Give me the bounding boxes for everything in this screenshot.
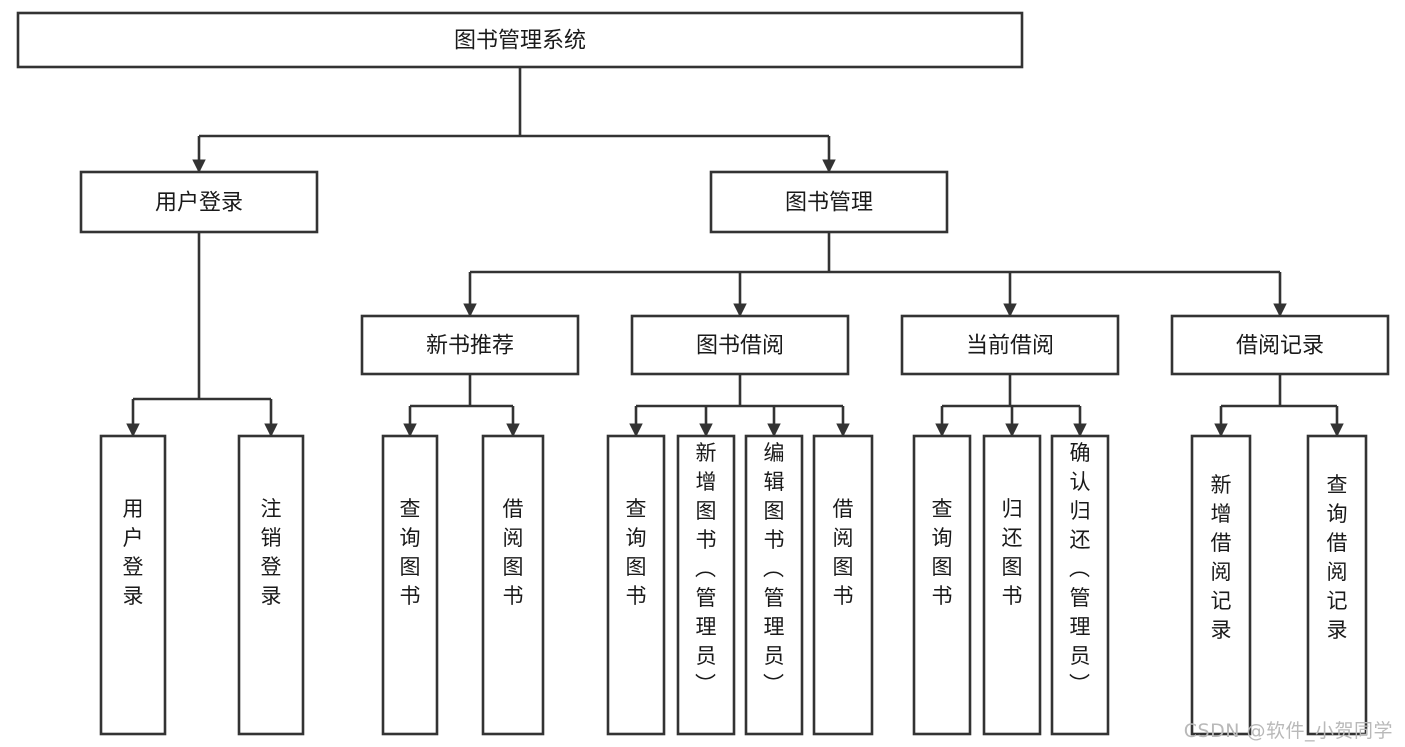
node-borrow-record-label: 借阅记录	[1236, 334, 1324, 359]
leaf-node-user-login-box	[99, 434, 167, 736]
leaf-node-borrow-book-2-label: 借阅图书	[833, 497, 854, 608]
node-current-borrow-label: 当前借阅	[966, 334, 1054, 359]
leaf-layer: 用户登录 注销登录 查询图书 借阅图书 查询图书 新增图书（管理员）	[99, 434, 1368, 736]
leaf-node-confirm-return-box	[1050, 434, 1110, 736]
leaf-node-add-book-box	[676, 434, 736, 736]
leaf-node-query-book-2-label: 查询图书	[626, 497, 647, 608]
leaf-node-query-record[interactable]: 查询借阅记录	[1306, 434, 1368, 736]
leaf-node-query-book-3-label: 查询图书	[932, 497, 953, 608]
leaf-node-logout[interactable]: 注销登录	[237, 434, 305, 736]
node-book-borrow-box	[630, 314, 850, 376]
leaf-node-add-book-label: 新增图书（管理员）	[695, 441, 717, 697]
leaf-node-logout-box	[237, 434, 305, 736]
node-root-box	[16, 11, 1024, 69]
leaf-node-query-book-3[interactable]: 查询图书	[912, 434, 972, 736]
node-book-borrow-label: 图书借阅	[696, 334, 784, 359]
leaf-node-query-book-1[interactable]: 查询图书	[381, 434, 439, 736]
leaf-node-borrow-book-1-box	[481, 434, 545, 736]
leaf-node-borrow-book-1-label: 借阅图书	[503, 497, 524, 608]
leaf-node-query-book-3-box	[912, 434, 972, 736]
node-book-manage-label: 图书管理	[785, 191, 873, 216]
leaf-node-user-login[interactable]: 用户登录	[99, 434, 167, 736]
leaf-node-add-record-label: 新增借阅记录	[1211, 473, 1232, 642]
node-new-book-recommend-label: 新书推荐	[426, 334, 514, 359]
leaf-node-confirm-return-label: 确认归还（管理员）	[1069, 441, 1091, 697]
leaf-node-return-book-label: 归还图书	[1002, 497, 1023, 608]
node-book-manage[interactable]: 图书管理	[709, 170, 949, 234]
node-borrow-record-box	[1170, 314, 1390, 376]
leaf-node-borrow-book-1[interactable]: 借阅图书	[481, 434, 545, 736]
leaf-node-logout-label: 注销登录	[261, 497, 282, 608]
leaf-node-add-record-box	[1190, 434, 1252, 736]
leaf-node-return-book[interactable]: 归还图书	[982, 434, 1042, 736]
leaf-node-borrow-book-2-box	[812, 434, 874, 736]
leaf-node-add-record[interactable]: 新增借阅记录	[1190, 434, 1252, 736]
node-borrow-record[interactable]: 借阅记录	[1170, 314, 1390, 376]
leaf-node-return-book-box	[982, 434, 1042, 736]
node-book-manage-box	[709, 170, 949, 234]
leaf-node-user-login-label: 用户登录	[123, 497, 144, 608]
leaf-node-query-record-box	[1306, 434, 1368, 736]
node-book-borrow[interactable]: 图书借阅	[630, 314, 850, 376]
node-root[interactable]: 图书管理系统	[16, 11, 1024, 69]
leaf-node-edit-book-label: 编辑图书（管理员）	[763, 441, 785, 697]
leaf-node-confirm-return[interactable]: 确认归还（管理员）	[1050, 434, 1110, 736]
node-root-label: 图书管理系统	[454, 29, 586, 54]
node-user-login-box	[79, 170, 319, 234]
leaf-node-query-record-label: 查询借阅记录	[1327, 473, 1348, 642]
node-current-borrow-box	[900, 314, 1120, 376]
leaf-node-edit-book[interactable]: 编辑图书（管理员）	[744, 434, 804, 736]
node-new-book-recommend[interactable]: 新书推荐	[360, 314, 580, 376]
node-current-borrow[interactable]: 当前借阅	[900, 314, 1120, 376]
connector-layer	[126, 67, 1344, 438]
leaf-node-borrow-book-2[interactable]: 借阅图书	[812, 434, 874, 736]
leaf-node-query-book-1-box	[381, 434, 439, 736]
node-new-book-recommend-box	[360, 314, 580, 376]
node-user-login-label: 用户登录	[155, 191, 243, 216]
leaf-node-add-book[interactable]: 新增图书（管理员）	[676, 434, 736, 736]
leaf-node-query-book-2[interactable]: 查询图书	[606, 434, 666, 736]
leaf-node-query-book-2-box	[606, 434, 666, 736]
leaf-node-query-book-1-label: 查询图书	[400, 497, 421, 608]
node-user-login[interactable]: 用户登录	[79, 170, 319, 234]
leaf-node-edit-book-box	[744, 434, 804, 736]
